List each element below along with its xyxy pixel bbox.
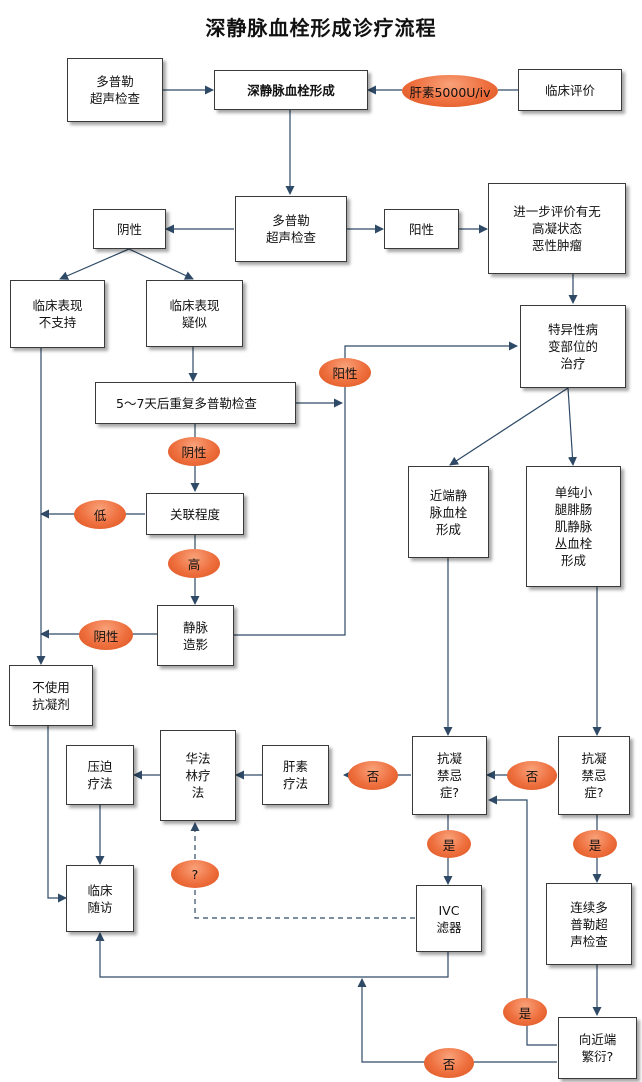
not-support-box: 临床表现 不支持	[10, 280, 105, 348]
serial-doppler-box: 连续多 普勒超 声检查	[546, 883, 632, 965]
contraindication-left-box: 抗凝 禁忌 症?	[412, 736, 487, 815]
calf-dvt-box: 单纯小 腿腓肠 肌静脉 丛血栓 形成	[526, 466, 621, 587]
heparin-dose-oval: 肝素5000U/iv	[402, 75, 498, 107]
no-oval-2: 否	[507, 761, 557, 790]
no-oval-1: 否	[348, 761, 398, 790]
clinical-eval-box: 临床评价	[518, 69, 622, 111]
extend-proximal-box: 向近端 繁衍?	[558, 1017, 637, 1079]
suspect-box: 临床表现 疑似	[146, 280, 243, 347]
heparin-therapy-box: 肝素 疗法	[262, 745, 329, 805]
low-oval: 低	[74, 500, 126, 529]
negative-box: 阴性	[93, 209, 166, 249]
ivc-filter-box: IVC 滤器	[416, 885, 482, 952]
high-oval: 高	[168, 549, 220, 578]
negative-oval-1: 阴性	[168, 437, 220, 466]
doppler-exam-mid-box: 多普勒 超声检查	[235, 196, 347, 262]
correlation-box: 关联程度	[146, 493, 244, 535]
positive-box: 阳性	[384, 209, 459, 249]
clinical-follow-up-box: 临床 随访	[66, 865, 134, 932]
compression-therapy-box: 压迫 疗法	[66, 745, 134, 805]
repeat-doppler-box: 5～7天后重复多普勒检查	[95, 382, 296, 424]
negative-oval-2: 阴性	[79, 620, 133, 650]
warfarin-therapy-box: 华法 林疗 法	[160, 730, 236, 821]
yes-oval-1: 是	[427, 830, 471, 858]
dvt-formation-box: 深静脉血栓形成	[214, 70, 368, 110]
proximal-dvt-box: 近端静 脉血栓 形成	[408, 466, 489, 558]
no-anticoagulant-box: 不使用 抗凝剂	[9, 665, 93, 726]
no-oval-3: 否	[424, 1048, 474, 1078]
positive-oval: 阳性	[319, 358, 371, 387]
contraindication-right-box: 抗凝 禁忌 症?	[558, 736, 630, 815]
specific-treatment-box: 特异性病 变部位的 治疗	[520, 305, 626, 388]
yes-oval-3: 是	[503, 998, 547, 1026]
yes-oval-2: 是	[573, 830, 617, 858]
further-eval-box: 进一步评价有无 高凝状态 恶性肿瘤	[488, 183, 626, 274]
question-oval: ?	[171, 860, 219, 888]
diagram-title: 深静脉血栓形成诊疗流程	[205, 16, 437, 40]
doppler-exam-top-box: 多普勒 超声检查	[67, 58, 163, 122]
venography-box: 静脉 造影	[157, 605, 234, 666]
